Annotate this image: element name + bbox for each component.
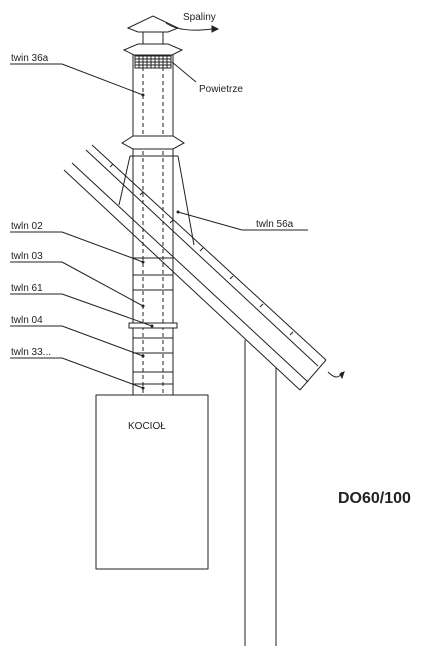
label-twin-61: twln 61 bbox=[11, 283, 43, 294]
label-twin-33: twln 33... bbox=[11, 347, 51, 358]
label-exhaust: Spaliny bbox=[183, 12, 216, 23]
exhaust-arrow bbox=[165, 22, 220, 33]
roof-flashing bbox=[118, 155, 195, 246]
label-air: Powietrze bbox=[199, 84, 243, 95]
label-twin-02: twln 02 bbox=[11, 221, 43, 232]
roof bbox=[63, 144, 345, 391]
label-twin-36a: twin 36a bbox=[11, 53, 49, 64]
label-boiler: KOCIOŁ bbox=[128, 421, 166, 432]
storm-collar bbox=[121, 135, 185, 150]
model-label: DO60/100 bbox=[338, 490, 411, 507]
boiler-box bbox=[95, 394, 209, 570]
wall bbox=[244, 340, 277, 646]
terminal-cap bbox=[122, 15, 184, 69]
leader-lines bbox=[10, 61, 308, 389]
connection-dots bbox=[141, 93, 180, 390]
pipe-joints bbox=[128, 257, 178, 385]
label-twin-03: twln 03 bbox=[11, 251, 43, 262]
label-twin-04: twln 04 bbox=[11, 315, 43, 326]
label-twin-56a: twln 56a bbox=[256, 219, 294, 230]
